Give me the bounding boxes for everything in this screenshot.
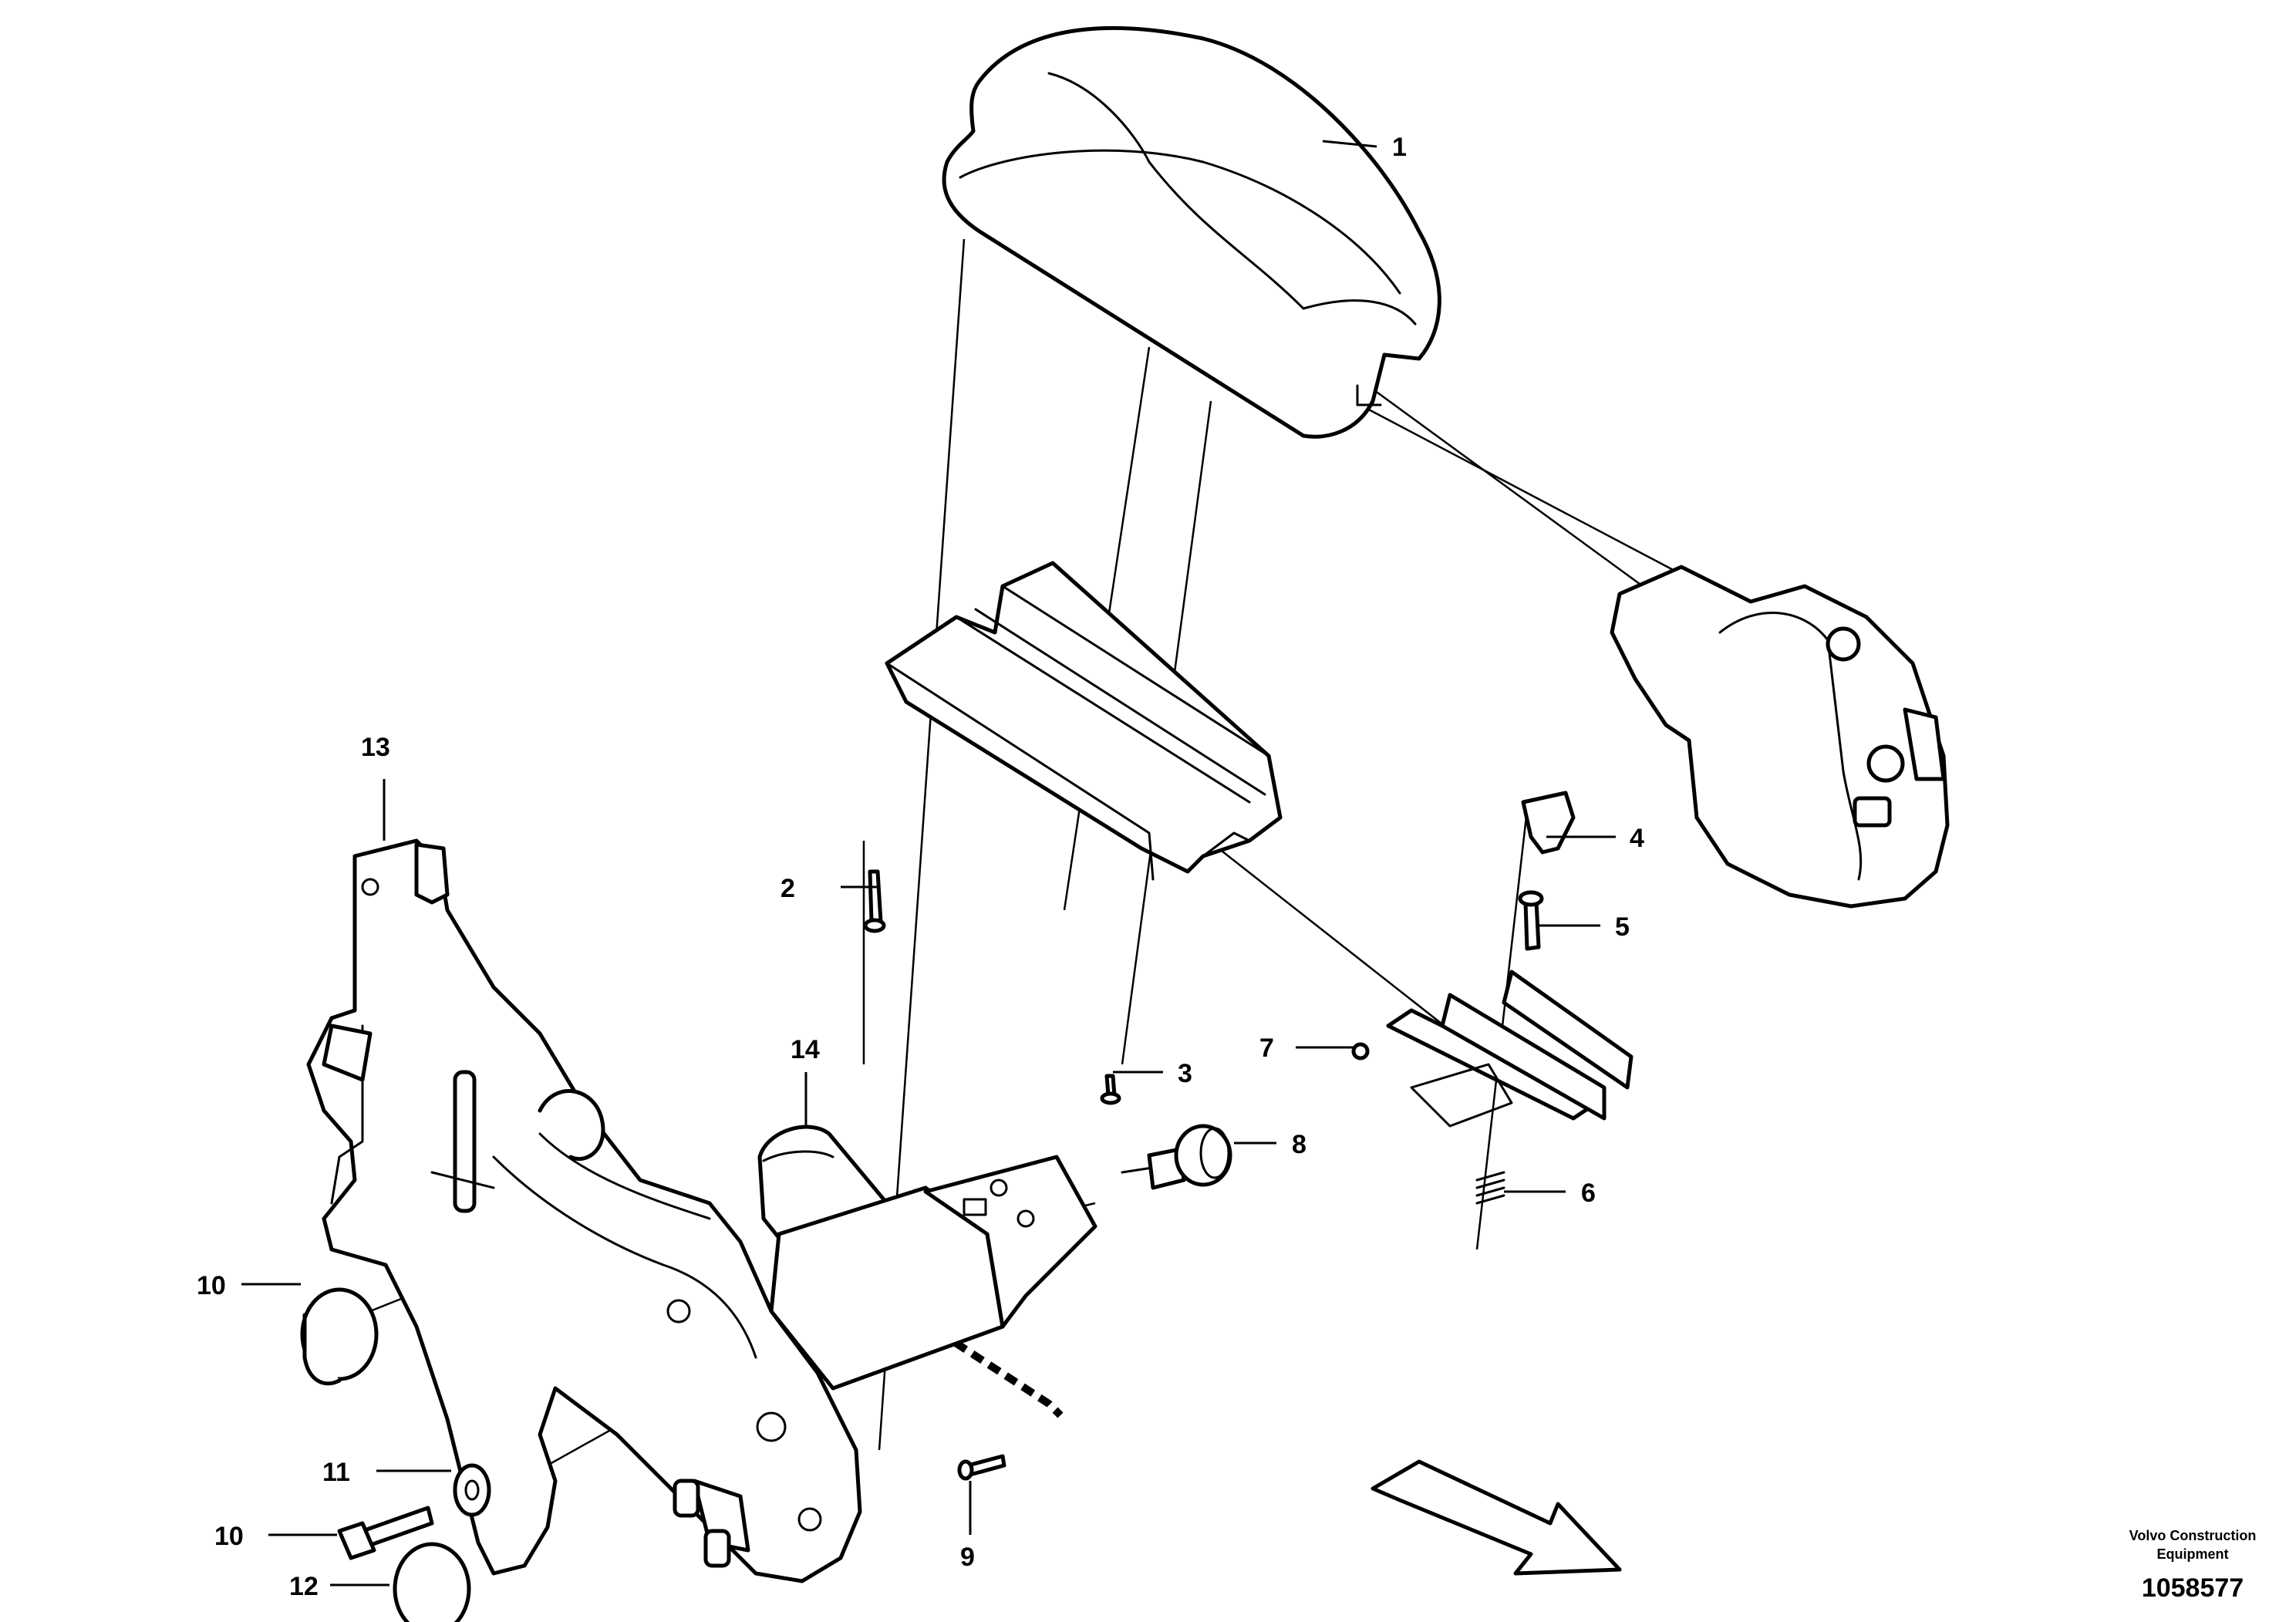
callout-13: 13 bbox=[361, 733, 390, 762]
callout-9: 9 bbox=[960, 1543, 975, 1572]
callout-11: 10 bbox=[214, 1522, 244, 1551]
knob bbox=[1121, 1124, 1232, 1190]
callout-12: 11 bbox=[322, 1458, 350, 1487]
drawing-number: 1058577 bbox=[2142, 1573, 2244, 1603]
callout-leaders bbox=[241, 140, 1616, 1587]
small-hardware bbox=[300, 791, 1576, 1622]
callout-8: 8 bbox=[1292, 1130, 1306, 1159]
armrest-control-box bbox=[1610, 565, 1950, 909]
callout-14: 14 bbox=[791, 1035, 820, 1064]
rod-assembly bbox=[1386, 969, 1633, 1128]
callout-6: 6 bbox=[1581, 1179, 1596, 1208]
motor bbox=[757, 1125, 1097, 1391]
callout-labels: 1 2 3 4 5 6 7 8 9 10 11 10 12 13 14 bbox=[197, 133, 1644, 1601]
headrest-cushion bbox=[942, 25, 1441, 439]
company-name-line2: Equipment bbox=[2157, 1546, 2229, 1562]
direction-arrow-icon bbox=[1371, 1459, 1622, 1576]
callout-7: 7 bbox=[1259, 1034, 1274, 1063]
callout-5: 5 bbox=[1615, 912, 1630, 942]
callout-1: 1 bbox=[1392, 133, 1407, 162]
footer: Volvo Construction Equipment 1058577 bbox=[2129, 1528, 2257, 1603]
headrest-bracket bbox=[885, 561, 1283, 881]
callout-3: 3 bbox=[1178, 1059, 1192, 1088]
mounting-frame bbox=[306, 838, 862, 1583]
callout-10-upper: 10 bbox=[197, 1271, 226, 1300]
callout-4: 4 bbox=[1630, 824, 1644, 853]
company-name-line1: Volvo Construction bbox=[2129, 1528, 2257, 1543]
callout-10-lower: 12 bbox=[289, 1572, 319, 1601]
callout-2: 2 bbox=[781, 874, 795, 903]
